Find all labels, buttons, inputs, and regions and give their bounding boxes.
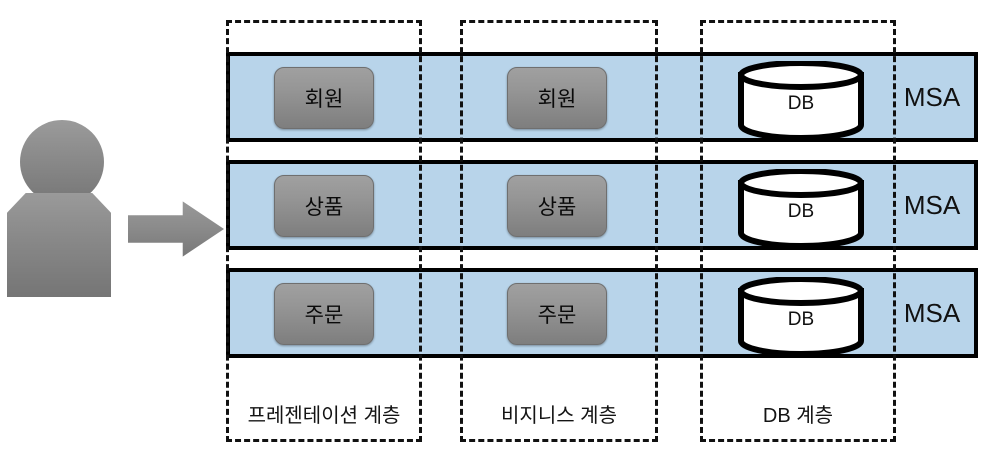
right-arrow-shape: [128, 201, 224, 257]
layer-caption: DB 계층: [762, 404, 834, 427]
presentation-service-chip[interactable]: 상품: [274, 175, 374, 237]
database-label: DB: [787, 93, 815, 114]
msa-tag-label: MSA: [903, 297, 961, 328]
database-label: DB: [787, 201, 815, 222]
msa-tag-label: MSA: [903, 189, 961, 220]
presentation-service-chip[interactable]: 주문: [274, 283, 374, 345]
database-label: DB: [787, 309, 815, 330]
person-head-icon: [20, 120, 104, 204]
business-service-chip[interactable]: 주문: [507, 283, 607, 345]
msa-row: 회원 회원 DB MSA: [226, 52, 978, 142]
business-service-chip[interactable]: 회원: [507, 67, 607, 129]
layer-column-db: DB 계층: [700, 20, 896, 442]
layer-caption: 프레젠테이션 계층: [247, 404, 401, 427]
presentation-service-chip[interactable]: 회원: [274, 67, 374, 129]
database-cylinder-icon[interactable]: DB: [735, 61, 867, 139]
database-cylinder-icon[interactable]: DB: [735, 169, 867, 247]
msa-row: 주문 주문 DB MSA: [226, 268, 978, 358]
right-arrow-icon: [128, 199, 224, 259]
msa-row: 상품 상품 DB MSA: [226, 160, 978, 250]
msa-tag-label: MSA: [903, 81, 961, 112]
business-service-chip[interactable]: 상품: [507, 175, 607, 237]
layer-caption: 비지니스 계층: [501, 404, 617, 427]
layer-column-business: 비지니스 계층: [460, 20, 658, 442]
layer-column-presentation: 프레젠테이션 계층: [226, 20, 422, 442]
database-cylinder-icon[interactable]: DB: [735, 277, 867, 355]
person-body-icon: [7, 193, 111, 297]
